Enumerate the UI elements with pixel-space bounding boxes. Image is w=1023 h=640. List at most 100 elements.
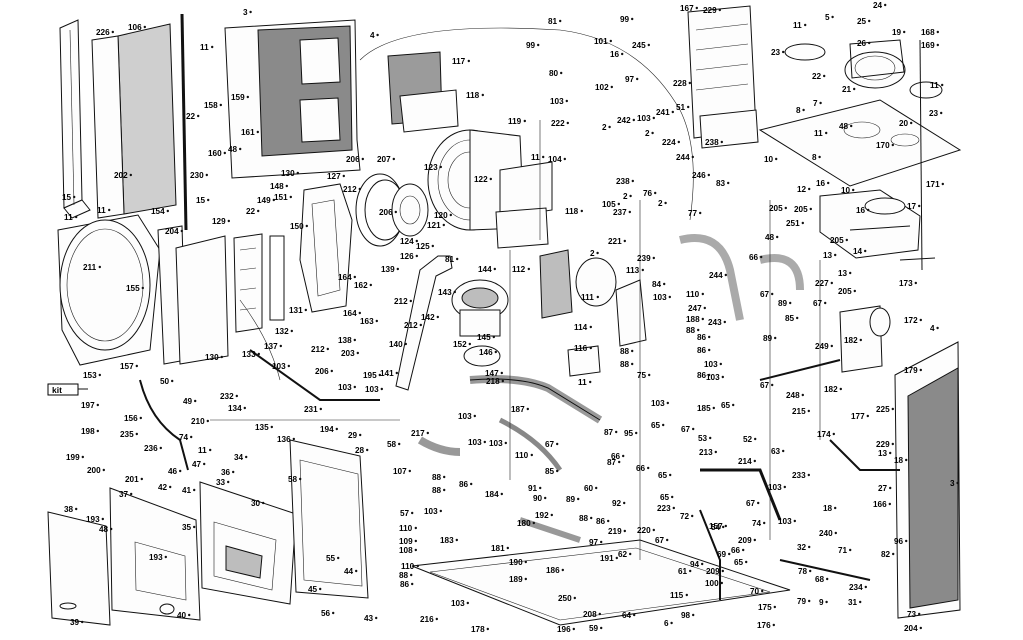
part-number-l113: 113 xyxy=(626,266,640,275)
part-number-l125: 125 xyxy=(416,242,430,251)
leader-dot xyxy=(544,496,547,500)
part-number-l242: 242 xyxy=(617,116,631,125)
part-number-l16c: 16 xyxy=(856,206,866,215)
kit-label: kit xyxy=(52,385,62,395)
part-number-l88e: 88 xyxy=(432,486,442,495)
part-number-l110d: 110 xyxy=(401,562,415,571)
part-number-l161: 161 xyxy=(241,128,255,137)
leader-dot xyxy=(572,627,575,631)
leader-dot xyxy=(470,482,473,486)
part-number-l88a: 88 xyxy=(686,326,696,335)
leader-dot xyxy=(143,25,146,29)
part-number-l206b: 206 xyxy=(379,208,393,217)
part-number-l63: 63 xyxy=(771,447,781,456)
leader-dot xyxy=(633,613,636,617)
part-number-l135: 135 xyxy=(255,423,269,432)
part-number-l144: 144 xyxy=(478,265,492,274)
leader-dot xyxy=(852,188,855,192)
leader-dot xyxy=(839,387,842,391)
leader-dot xyxy=(392,157,395,161)
part-number-l166: 166 xyxy=(873,500,887,509)
part-number-l103i: 103 xyxy=(458,412,472,421)
part-number-l42: 42 xyxy=(158,483,168,492)
part-number-l103f: 103 xyxy=(338,383,352,392)
part-number-l40: 40 xyxy=(177,611,187,620)
leader-dot xyxy=(527,267,530,271)
leader-dot xyxy=(728,552,731,556)
leader-dot xyxy=(708,335,711,339)
part-number-l100: 100 xyxy=(705,579,719,588)
leader-dot xyxy=(793,519,796,523)
part-number-l89c: 89 xyxy=(566,495,576,504)
part-number-l12: 12 xyxy=(797,185,807,194)
leader-dot xyxy=(209,448,212,452)
part-number-l8a: 8 xyxy=(796,106,801,115)
part-number-l46: 46 xyxy=(168,467,178,476)
part-number-l103c: 103 xyxy=(653,293,667,302)
right-frame-rail xyxy=(899,39,936,271)
leader-dot xyxy=(692,427,695,431)
part-number-l81a: 81 xyxy=(548,17,558,26)
leader-dot xyxy=(489,177,492,181)
part-number-l249: 249 xyxy=(815,342,829,351)
part-number-l229a: 229 xyxy=(703,6,717,15)
leader-dot xyxy=(169,485,172,489)
leader-dot xyxy=(867,208,870,212)
leader-dot xyxy=(211,45,214,49)
part-number-l73: 73 xyxy=(907,610,917,619)
leader-dot xyxy=(804,23,807,27)
leader-dot xyxy=(239,147,242,151)
part-number-l205b: 205 xyxy=(794,205,808,214)
part-number-l222: 222 xyxy=(551,119,565,128)
leader-dot xyxy=(668,295,671,299)
leader-dot xyxy=(566,121,569,125)
part-number-l18a: 18 xyxy=(894,456,904,465)
part-number-l34: 34 xyxy=(234,453,244,462)
part-number-l84: 84 xyxy=(652,280,662,289)
part-number-l117: 117 xyxy=(452,57,466,66)
leader-dot xyxy=(73,195,76,199)
part-number-l146: 146 xyxy=(479,348,493,357)
part-number-l11g: 11 xyxy=(97,206,106,215)
flue-pipe xyxy=(395,255,453,391)
part-number-l194: 194 xyxy=(320,425,334,434)
leader-dot xyxy=(449,213,452,217)
leader-dot xyxy=(375,319,378,323)
leader-dot xyxy=(561,568,564,572)
part-number-l13b: 13 xyxy=(838,269,848,278)
part-number-l209: 209 xyxy=(738,536,752,545)
part-number-l178: 178 xyxy=(471,625,485,634)
part-number-l111: 111 xyxy=(581,293,594,302)
part-number-l52: 52 xyxy=(743,435,753,444)
part-number-l15b: 15 xyxy=(196,196,206,205)
leader-dot xyxy=(249,10,252,14)
part-number-l217: 217 xyxy=(411,429,425,438)
leader-dot xyxy=(808,599,811,603)
part-number-l136: 136 xyxy=(277,435,291,444)
part-number-l41: 41 xyxy=(182,486,192,495)
leader-dot xyxy=(721,569,724,573)
leader-dot xyxy=(732,403,735,407)
leader-dot xyxy=(96,429,100,433)
part-number-l56: 56 xyxy=(321,609,331,618)
leader-dot xyxy=(651,131,654,135)
leader-dot xyxy=(335,427,338,431)
leader-dot xyxy=(353,275,356,279)
part-number-l240: 240 xyxy=(819,529,833,538)
part-number-l82: 82 xyxy=(881,550,891,559)
part-number-l24: 24 xyxy=(873,1,883,10)
part-number-l61: 61 xyxy=(678,567,688,576)
leader-dot xyxy=(956,481,959,485)
part-number-l227: 227 xyxy=(815,279,829,288)
part-number-l58a: 58 xyxy=(387,440,397,449)
leader-dot xyxy=(742,548,745,552)
part-number-l181: 181 xyxy=(491,544,505,553)
leader-dot xyxy=(598,612,601,616)
leader-dot xyxy=(763,521,766,525)
part-number-l54: 54 xyxy=(711,523,721,532)
leader-dot xyxy=(677,140,680,144)
part-number-l103o: 103 xyxy=(778,517,792,526)
part-number-l112: 112 xyxy=(512,265,526,274)
leader-dot xyxy=(245,455,248,459)
